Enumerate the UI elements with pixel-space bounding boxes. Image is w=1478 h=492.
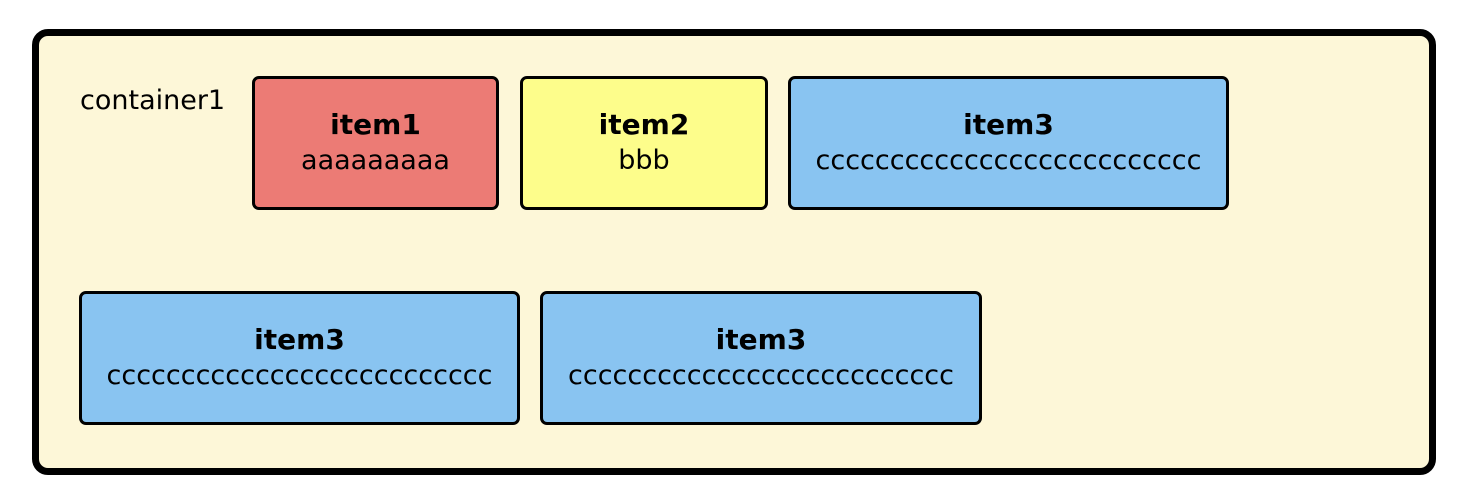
flex-item-5: item3 cccccccccccccccccccccccccc (540, 291, 982, 425)
item-title: item3 (254, 323, 345, 356)
flex-item-1: item1 aaaaaaaaa (252, 76, 499, 210)
flex-item-3: item3 cccccccccccccccccccccccccc (788, 76, 1229, 210)
item-title: item2 (598, 108, 690, 141)
container-label: container1 (80, 85, 226, 116)
item-title: item3 (963, 108, 1054, 141)
item-content: bbb (618, 145, 670, 176)
item-title: item1 (330, 108, 421, 141)
item-title: item3 (715, 323, 807, 356)
flex-item-4: item3 cccccccccccccccccccccccccc (79, 291, 520, 425)
item-content: cccccccccccccccccccccccccc (106, 360, 493, 391)
item-content: cccccccccccccccccccccccccc (568, 360, 954, 391)
flex-item-2: item2 bbb (520, 76, 768, 210)
item-content: aaaaaaaaa (301, 145, 450, 176)
item-content: cccccccccccccccccccccccccc (815, 145, 1202, 176)
